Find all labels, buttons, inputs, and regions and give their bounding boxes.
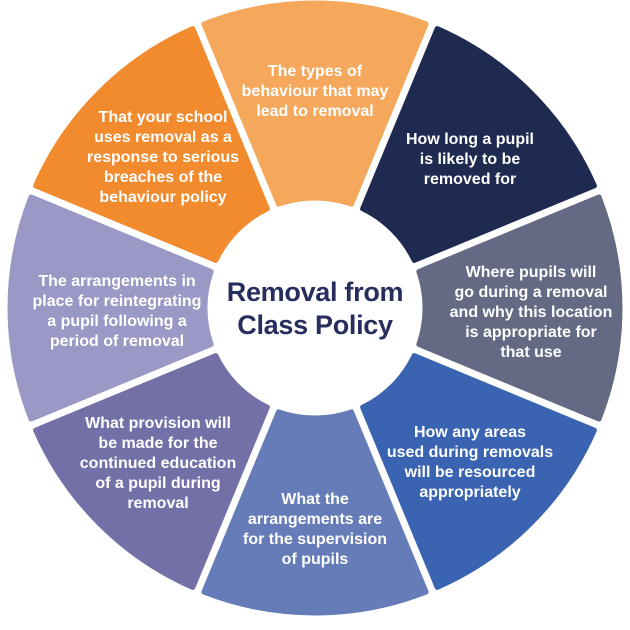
segment-types-of-behaviour <box>201 0 429 207</box>
segment-continued-education <box>33 353 270 590</box>
segment-areas-resourced <box>360 353 597 590</box>
segment-supervision <box>201 409 429 616</box>
segment-school-uses-removal <box>33 26 270 263</box>
center-title: Removal from Class Policy <box>226 277 404 340</box>
segment-reintegrating <box>7 194 214 422</box>
segment-where-pupils-go <box>416 194 623 422</box>
segment-how-long-removed <box>360 26 597 263</box>
